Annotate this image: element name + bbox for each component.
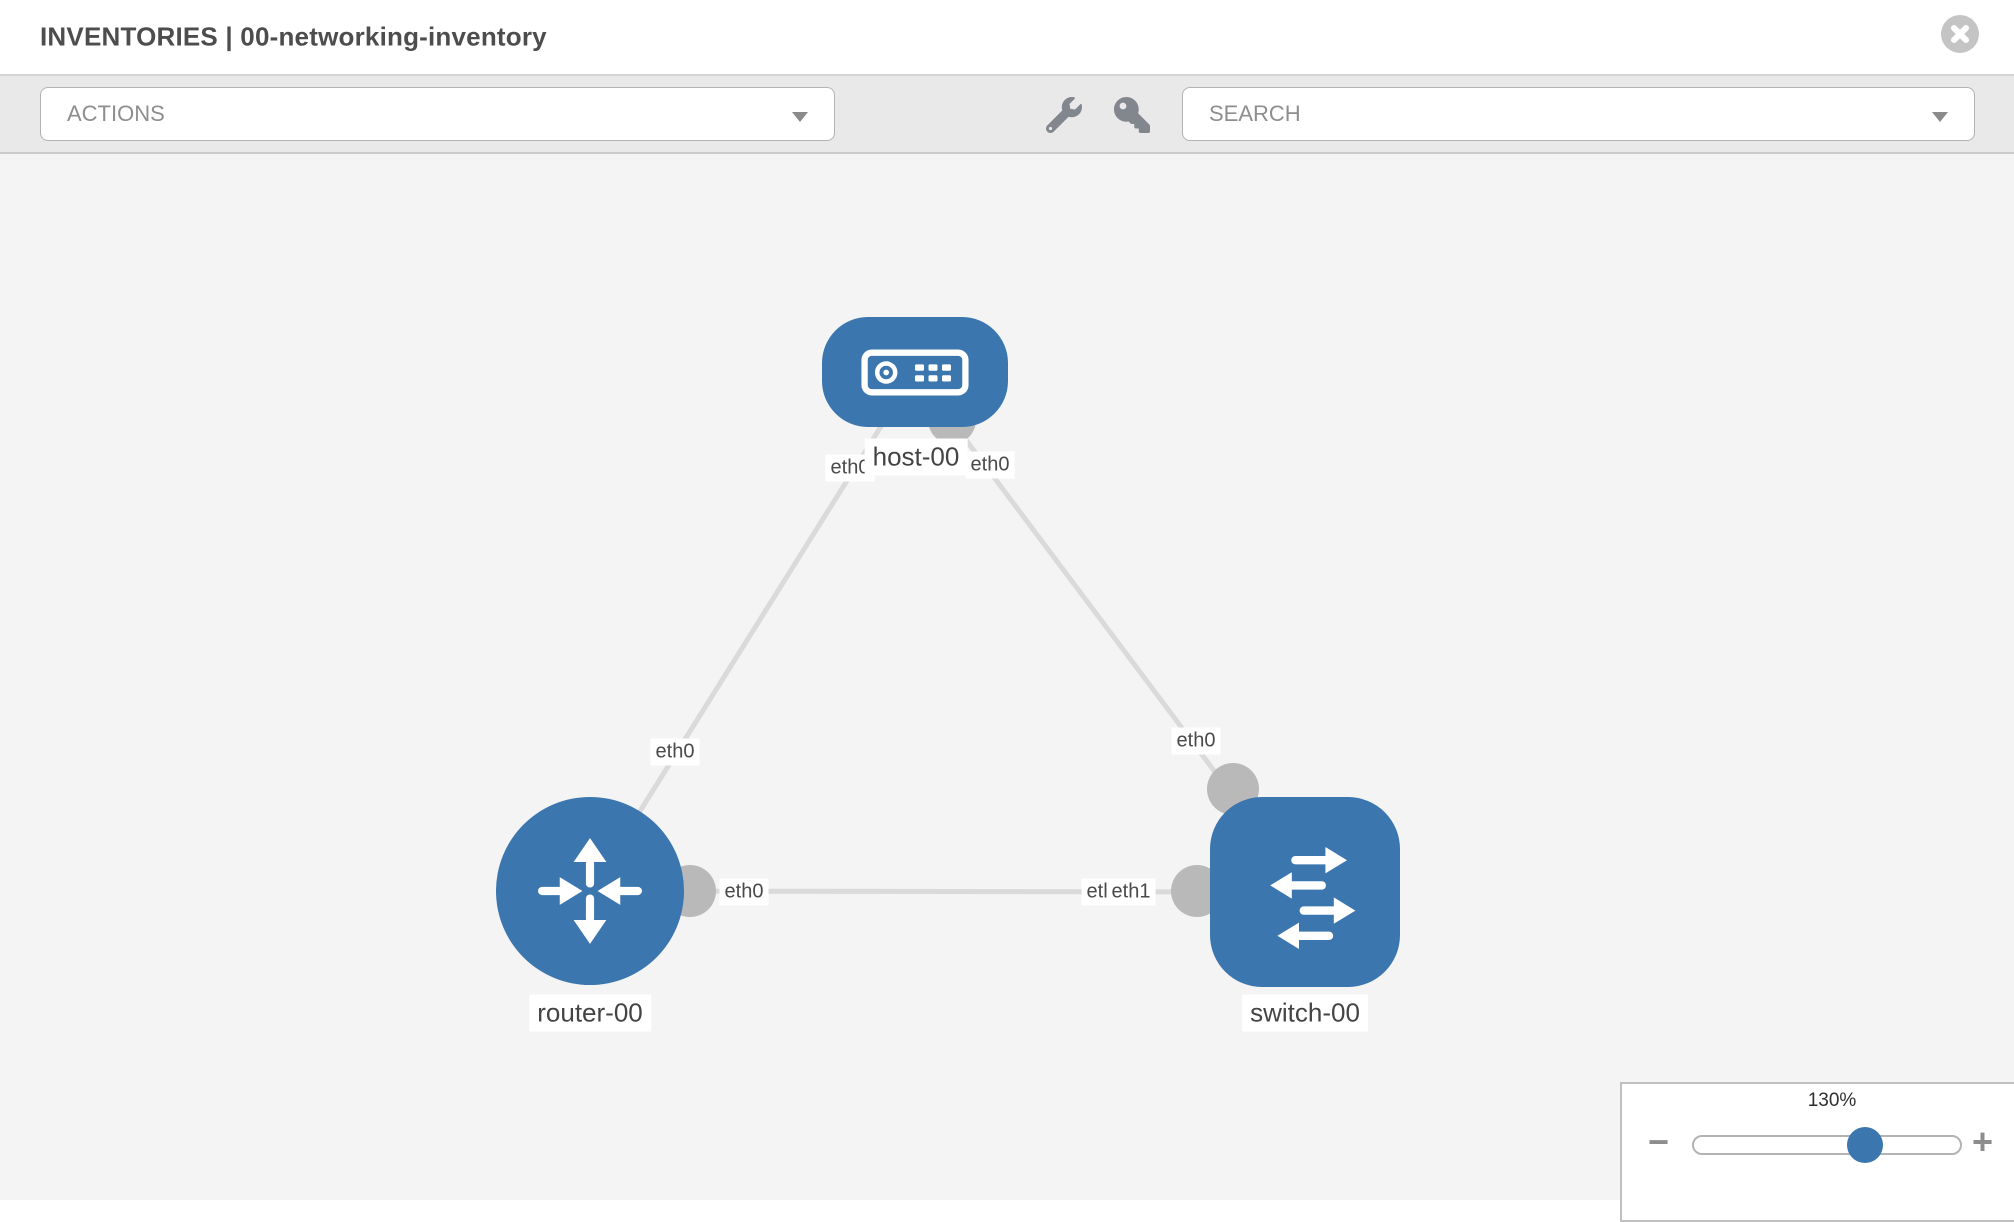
host-icon [861, 349, 969, 395]
actions-dropdown-label: ACTIONS [67, 101, 165, 126]
wrench-button[interactable] [1045, 97, 1082, 134]
search-dropdown-label: SEARCH [1209, 101, 1301, 126]
node-host-00[interactable] [822, 317, 1008, 427]
key-button[interactable] [1114, 97, 1150, 133]
iface-label-router-right: eth0 [719, 878, 769, 906]
search-dropdown[interactable]: SEARCH [1182, 87, 1975, 141]
zoom-slider-track[interactable] [1692, 1135, 1962, 1155]
iface-label-host-right: eth0 [965, 451, 1015, 479]
key-icon [1114, 97, 1150, 133]
zoom-slider-thumb[interactable] [1847, 1127, 1883, 1163]
wrench-icon [1045, 97, 1082, 134]
router-icon [538, 838, 642, 944]
header: INVENTORIES | 00-networking-inventory [0, 0, 2014, 74]
iface-label-switch-left: eth1 [1106, 878, 1156, 906]
zoom-out-button[interactable]: − [1648, 1121, 1670, 1162]
topology-canvas[interactable]: host-00 router-00 switch-00 eth0 eth0 et… [0, 154, 2014, 1200]
zoom-panel: 130% − + [1620, 1082, 2014, 1222]
node-label-host-00: host-00 [864, 438, 968, 476]
iface-label-switch-top: eth0 [1171, 727, 1221, 755]
node-label-switch-00: switch-00 [1242, 994, 1368, 1032]
node-switch-00[interactable] [1210, 797, 1400, 987]
zoom-in-button[interactable]: + [1972, 1121, 1994, 1162]
chevron-down-icon [1932, 112, 1948, 122]
topology-wires [587, 370, 1307, 917]
node-label-router-00: router-00 [529, 994, 651, 1032]
iface-label-router-top: eth0 [650, 738, 700, 766]
node-router-00[interactable] [496, 797, 684, 985]
page-title: INVENTORIES | 00-networking-inventory [40, 21, 547, 52]
chevron-down-icon [792, 112, 808, 122]
toolbar: ACTIONS SEARCH [0, 74, 2014, 154]
zoom-level: 130% [1807, 1090, 1857, 1111]
actions-dropdown[interactable]: ACTIONS [40, 87, 835, 141]
close-button[interactable] [1941, 15, 1979, 53]
switch-icon [1270, 847, 1356, 949]
close-icon [1951, 25, 1969, 43]
